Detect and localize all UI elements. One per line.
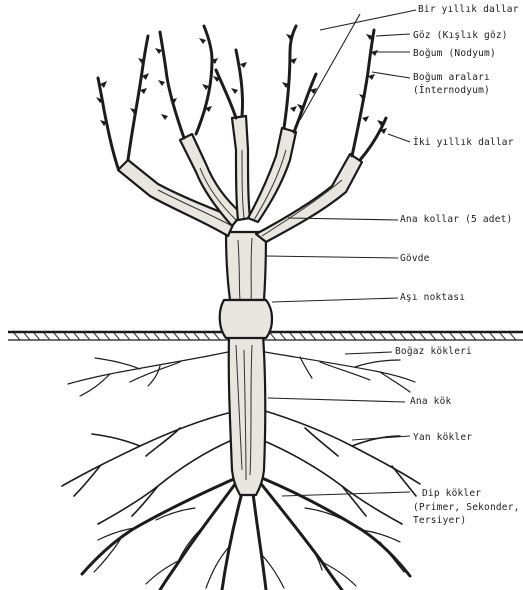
label-lateral-roots: Yan kökler bbox=[413, 432, 472, 443]
label-trunk: Gövde bbox=[400, 253, 430, 264]
label-main-root: Ana kök bbox=[410, 396, 452, 407]
label-collar-roots: Boğaz kökleri bbox=[395, 346, 472, 357]
label-graft-point: Aşı noktası bbox=[400, 292, 465, 303]
trunk-shape bbox=[226, 232, 266, 300]
label-deep-roots-2: (Primer, Sekonder, bbox=[413, 502, 520, 513]
graft-bulge bbox=[220, 300, 272, 338]
label-one-year-shoots: Bir yıllık dallar bbox=[418, 4, 519, 15]
label-two-year-shoots: İki yıllık dallar bbox=[413, 137, 514, 148]
label-main-arms: Ana kollar (5 adet) bbox=[400, 214, 512, 225]
trunk bbox=[220, 232, 272, 495]
labels: Bir yıllık dallar Göz (Kışlık göz) Boğum… bbox=[395, 4, 520, 526]
label-bud: Göz (Kışlık göz) bbox=[413, 30, 508, 41]
label-deep-roots-3: Tersiyer) bbox=[413, 515, 466, 526]
label-internode-1: Boğum araları bbox=[413, 72, 490, 83]
main-arms bbox=[118, 116, 362, 242]
label-internode-2: (İnternodyum) bbox=[413, 85, 490, 96]
main-root-shape bbox=[229, 335, 266, 495]
label-deep-roots-1: Dip kökler bbox=[422, 488, 481, 499]
fine-deep-roots bbox=[94, 508, 404, 588]
label-node: Boğum (Nodyum) bbox=[413, 48, 496, 59]
